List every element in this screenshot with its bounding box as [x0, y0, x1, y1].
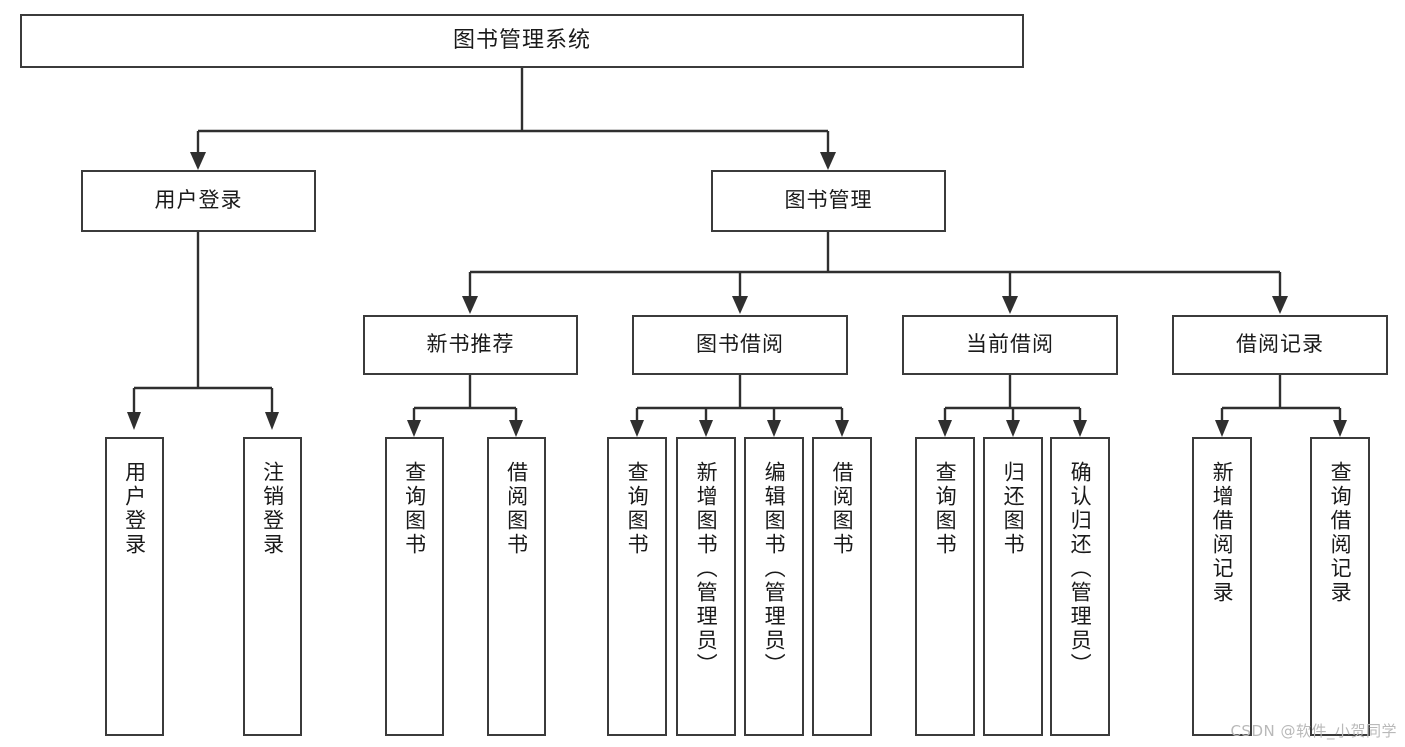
arrow-l3-2	[732, 296, 748, 314]
node-current-borrow[interactable]: 当前借阅	[902, 315, 1118, 375]
arrow-nb-1	[407, 420, 421, 437]
arrow-br-1	[1215, 420, 1229, 437]
leaf-record-query-record[interactable]: 查询借阅记录	[1310, 437, 1370, 736]
arrow-cb-3	[1073, 420, 1087, 437]
arrow-l3-3	[1002, 296, 1018, 314]
arrow-bb-4	[835, 420, 849, 437]
node-root[interactable]: 图书管理系统	[20, 14, 1024, 68]
leaf-current-return-book[interactable]: 归还图书	[983, 437, 1043, 736]
csdn-watermark: CSDN @软件_小贺同学	[1230, 722, 1397, 740]
node-book-management[interactable]: 图书管理	[711, 170, 946, 232]
arrow-cb-1	[938, 420, 952, 437]
node-new-book-recommend[interactable]: 新书推荐	[363, 315, 578, 375]
arrow-bb-2	[699, 420, 713, 437]
leaf-current-confirm-return-admin[interactable]: 确认归还（管理员）	[1050, 437, 1110, 736]
leaf-borrow-borrow-book[interactable]: 借阅图书	[812, 437, 872, 736]
leaf-user-login-logout[interactable]: 注销登录	[243, 437, 302, 736]
node-book-borrow[interactable]: 图书借阅	[632, 315, 848, 375]
arrow-cb-2	[1006, 420, 1020, 437]
arrow-book-manage	[820, 152, 836, 170]
leaf-user-login-login[interactable]: 用户登录	[105, 437, 164, 736]
arrow-br-2	[1333, 420, 1347, 437]
leaf-recommend-query-book[interactable]: 查询图书	[385, 437, 444, 736]
leaf-current-query-book[interactable]: 查询图书	[915, 437, 975, 736]
node-user-login[interactable]: 用户登录	[81, 170, 316, 232]
leaf-borrow-edit-book-admin[interactable]: 编辑图书（管理员）	[744, 437, 804, 736]
leaf-borrow-query-book[interactable]: 查询图书	[607, 437, 667, 736]
arrow-user-login	[190, 152, 206, 170]
arrow-bb-1	[630, 420, 644, 437]
arrow-l3-1	[462, 296, 478, 314]
leaf-borrow-add-book-admin[interactable]: 新增图书（管理员）	[676, 437, 736, 736]
arrow-bb-3	[767, 420, 781, 437]
arrow-nb-2	[509, 420, 523, 437]
arrow-l3-4	[1272, 296, 1288, 314]
leaf-recommend-borrow-book[interactable]: 借阅图书	[487, 437, 546, 736]
arrow-ul-1	[127, 412, 141, 430]
node-borrow-record[interactable]: 借阅记录	[1172, 315, 1388, 375]
leaf-record-add-record[interactable]: 新增借阅记录	[1192, 437, 1252, 736]
arrow-ul-2	[265, 412, 279, 430]
